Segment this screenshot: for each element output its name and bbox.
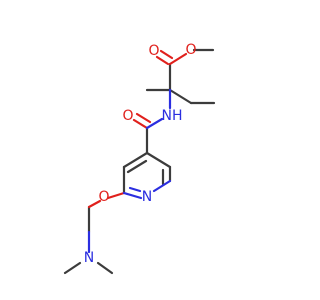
bond-ester-carbonyl-double-2 <box>159 49 174 60</box>
atom-label-amide-nh: NH <box>162 108 183 124</box>
bond-amide-carbonyl-double-1 <box>132 118 149 130</box>
atom-label-pyridine-n: N <box>142 189 152 205</box>
bond-carbonylC-esterO <box>168 52 188 66</box>
bond-etherO-CH2 <box>87 199 102 209</box>
bond-NH-amideC <box>145 117 164 130</box>
bond-amineN-methyl-left <box>63 261 82 275</box>
atom-label-ether-o: O <box>98 189 109 205</box>
bond-ringC2-etherO <box>106 191 126 200</box>
atom-labels: O O NH O N O N <box>84 42 197 266</box>
atom-label-amine-n: N <box>84 250 94 266</box>
bond-ringC4-ringC5 <box>145 151 172 169</box>
bond-ringN-ringC2-inner <box>128 186 142 193</box>
oxygen-bonds <box>87 49 188 209</box>
bond-ringC4-ringC3 <box>122 151 149 169</box>
carbon-bonds <box>63 48 216 275</box>
atom-label-ester-carbonyl-o: O <box>148 43 159 59</box>
atom-label-ester-o: O <box>185 42 196 58</box>
bond-amineN-methyl-right <box>96 261 114 275</box>
atom-label-amide-o: O <box>122 108 133 124</box>
bond-ringN-ringC2 <box>122 191 143 200</box>
molecule-structure-diagram: O O NH O N O N <box>63 42 216 275</box>
bond-ringC6-ringN <box>152 179 172 193</box>
bond-amide-carbonyl-double-2 <box>135 112 152 124</box>
bond-ringC4-ringC3-inner <box>126 159 148 174</box>
nitrogen-bonds <box>87 88 172 254</box>
bond-ester-carbonyl-double-1 <box>155 55 170 66</box>
bond-quatC-propyl1 <box>168 88 193 105</box>
